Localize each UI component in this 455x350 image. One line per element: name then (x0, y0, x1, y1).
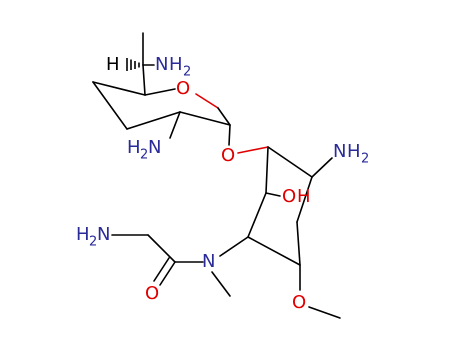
bond (92, 81, 146, 96)
bond (296, 176, 313, 223)
bond (211, 271, 231, 297)
atom-n-ring-amine: N (148, 137, 161, 158)
bond (147, 234, 176, 263)
bond (219, 236, 249, 257)
atom-h-right: H (347, 141, 361, 162)
atom-n-right: N (333, 141, 346, 162)
bond (247, 192, 267, 238)
bond (247, 236, 301, 266)
atom-h-ring-amine: H (127, 137, 141, 158)
bond (195, 93, 219, 109)
atom-o-hydroxyl: O (282, 186, 296, 207)
amide-bonds (111, 234, 231, 297)
bond (153, 257, 170, 282)
bond (308, 306, 341, 319)
bond (126, 111, 181, 130)
bond (169, 111, 181, 139)
atom-n-side: N (155, 54, 168, 75)
bond (142, 64, 146, 96)
bond (267, 146, 313, 178)
bond (228, 124, 231, 146)
atom-sub-ring-amine: 2 (140, 148, 148, 163)
hydroxyl-label: O H (282, 186, 311, 207)
bond (265, 192, 281, 197)
bond (92, 81, 128, 130)
atom-n-amide: N (202, 251, 215, 272)
bond (311, 157, 333, 178)
right-amine-label: N H 2 (333, 141, 369, 167)
atom-sub-side: 2 (183, 65, 191, 80)
bond (217, 107, 231, 126)
atom-n-glycyl: N (97, 224, 110, 245)
atom-o-carbonyl: O (145, 283, 159, 304)
lower-ring-bonds (219, 146, 341, 319)
bond (265, 146, 269, 194)
stereo-hash-bond (126, 58, 140, 71)
atom-o-glycosidic: O (221, 145, 235, 166)
atom-h-stereo: H (106, 54, 120, 75)
bond (159, 261, 176, 286)
atom-h-hydroxyl: H (297, 186, 311, 207)
bond (144, 88, 176, 96)
atom-o-methoxy: O (292, 292, 306, 313)
atom-h-glycyl: H (76, 224, 90, 245)
atom-sub-right: 2 (361, 152, 369, 167)
atom-h-side: H (169, 54, 183, 75)
bond (237, 146, 269, 154)
side-amine-label: N H 2 (155, 54, 191, 80)
atom-sub-glycyl: 2 (89, 235, 97, 250)
top-ring-bonds (92, 32, 231, 146)
ring-amine-label: H 2 N (127, 137, 161, 163)
atom-o-ring: O (176, 78, 190, 99)
glycyl-amine-label: H 2 N (76, 224, 110, 250)
bond (296, 221, 301, 266)
bond (179, 111, 231, 126)
